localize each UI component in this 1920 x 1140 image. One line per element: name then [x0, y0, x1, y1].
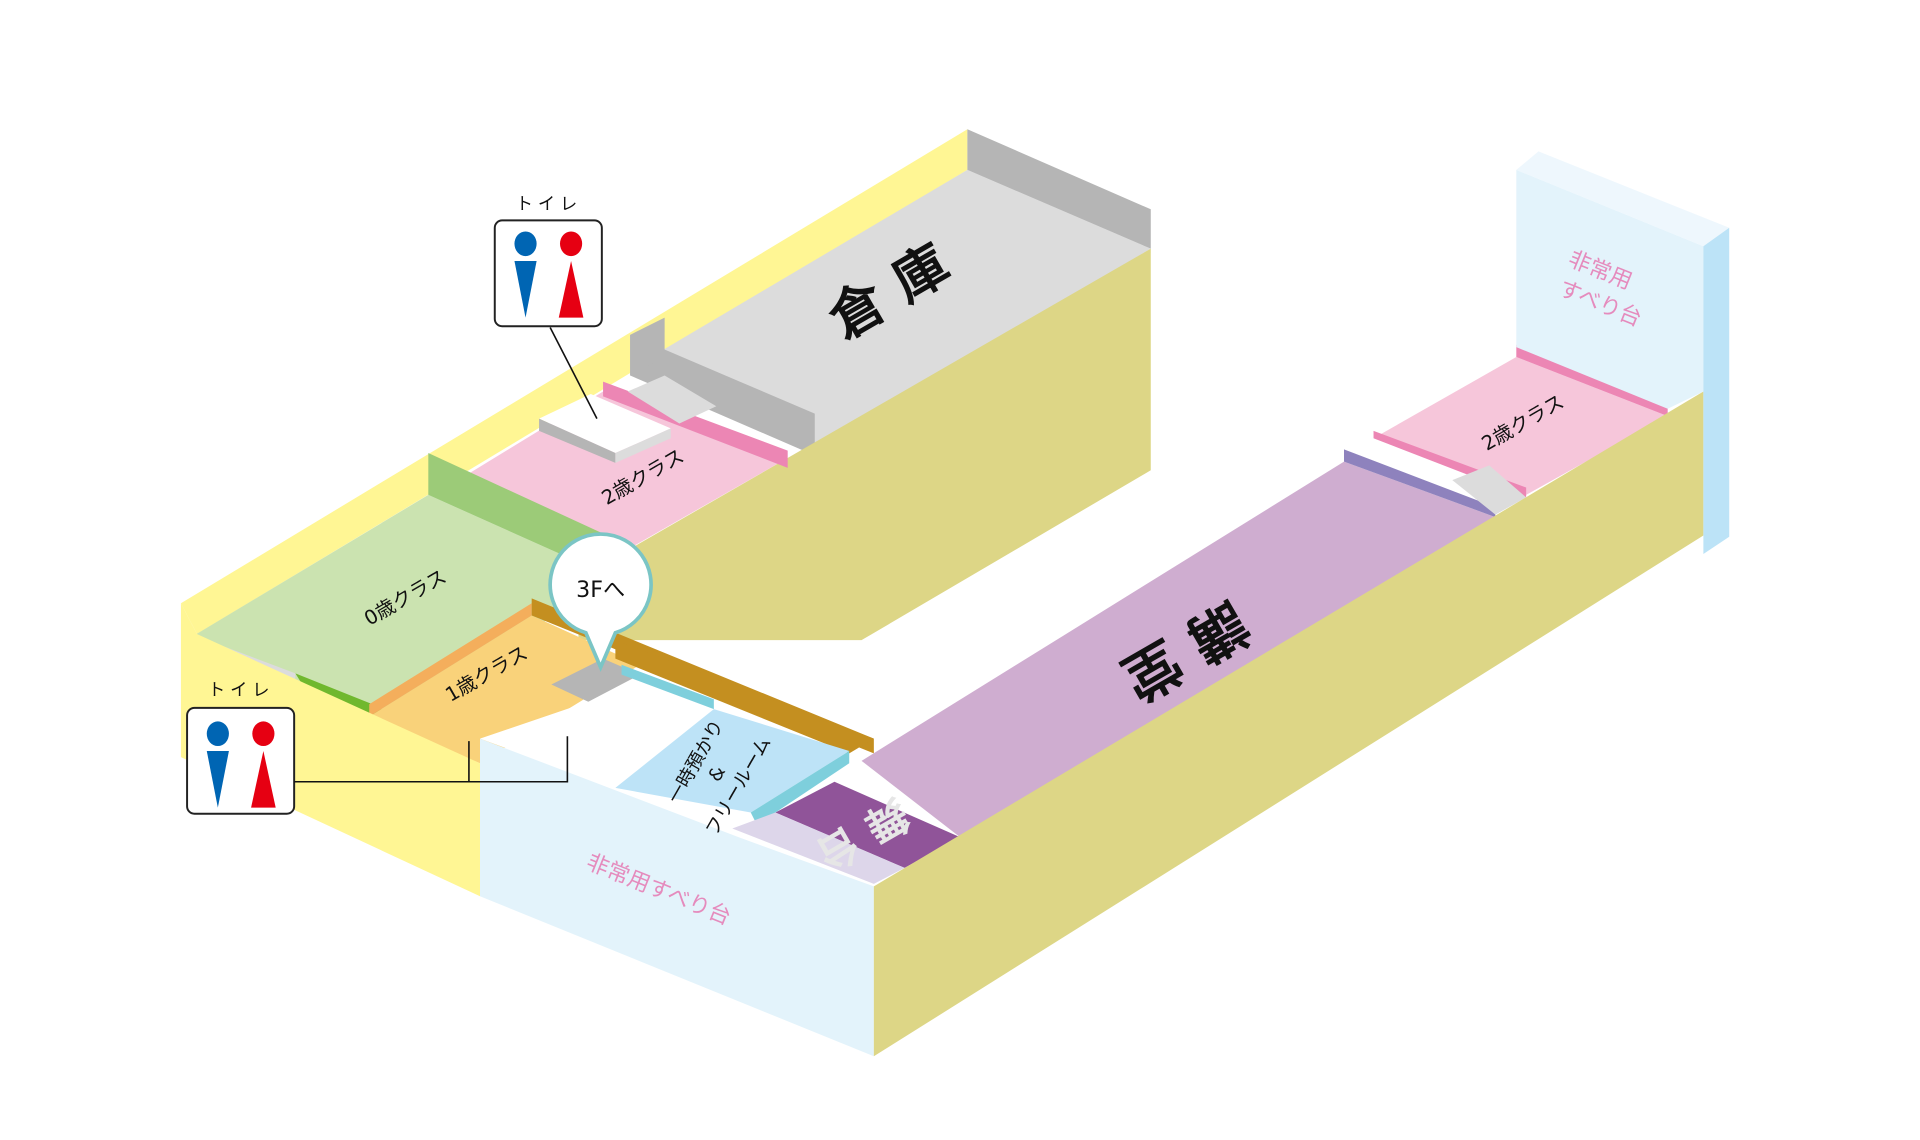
left-wing-front — [180, 603, 480, 897]
temp-care-floor[interactable] — [615, 709, 850, 813]
toilet-leader-line-top — [549, 327, 598, 419]
stair-landing[interactable] — [551, 658, 640, 702]
toilet-sign-top-label: トイレ — [516, 194, 582, 214]
toilet-sign-top-frame — [493, 219, 603, 328]
left-wing-side — [578, 248, 1151, 641]
women-icon — [558, 231, 584, 318]
storage-side-wall — [630, 317, 665, 376]
women-icon — [251, 721, 276, 808]
storage-front-wall — [630, 334, 815, 456]
toilet-sign-bottom-frame — [186, 706, 296, 815]
stage-front — [732, 812, 905, 884]
toilet-leader-line-bottom — [294, 736, 569, 783]
callout-bubble — [548, 532, 653, 672]
storage-step — [627, 375, 717, 424]
stage-floor[interactable] — [775, 781, 960, 868]
toilet-sign-bottom[interactable]: トイレ — [186, 681, 569, 815]
storage-back-wall — [967, 129, 1151, 249]
hall-floor[interactable] — [861, 461, 1496, 838]
stair-rail — [621, 664, 714, 710]
emergency-slide-right-side — [1703, 227, 1730, 554]
stairs[interactable] — [480, 701, 739, 788]
callout-label: 3Fへ — [576, 577, 625, 603]
men-icon — [514, 231, 537, 318]
men-icon — [206, 721, 229, 808]
class0-floor[interactable] — [194, 494, 616, 721]
left-wing-rim — [180, 129, 968, 635]
toilet-sign-bottom-label: トイレ — [208, 681, 274, 701]
toilet-fixture-side2 — [615, 428, 671, 463]
class1-edge — [369, 603, 532, 717]
toilet-sign-top[interactable]: トイレ — [493, 194, 603, 419]
hall-edge — [1344, 449, 1496, 518]
temp-care-edge — [750, 750, 850, 825]
right-wing-side — [873, 391, 1704, 1057]
corridor-grey-right — [1452, 465, 1527, 515]
storage-floor[interactable] — [630, 169, 1151, 449]
stair-wall-top — [615, 640, 874, 754]
stairs-callout[interactable]: 3Fへ — [548, 532, 653, 672]
toilet-fixture-top — [539, 393, 671, 454]
emergency-slide-right-face[interactable] — [1516, 169, 1704, 409]
toilet-fixture-side1 — [539, 418, 616, 463]
emergency-slide-right-top — [1516, 151, 1730, 247]
class1-floor[interactable] — [369, 615, 640, 764]
emergency-slide-bottom[interactable] — [480, 738, 874, 1057]
